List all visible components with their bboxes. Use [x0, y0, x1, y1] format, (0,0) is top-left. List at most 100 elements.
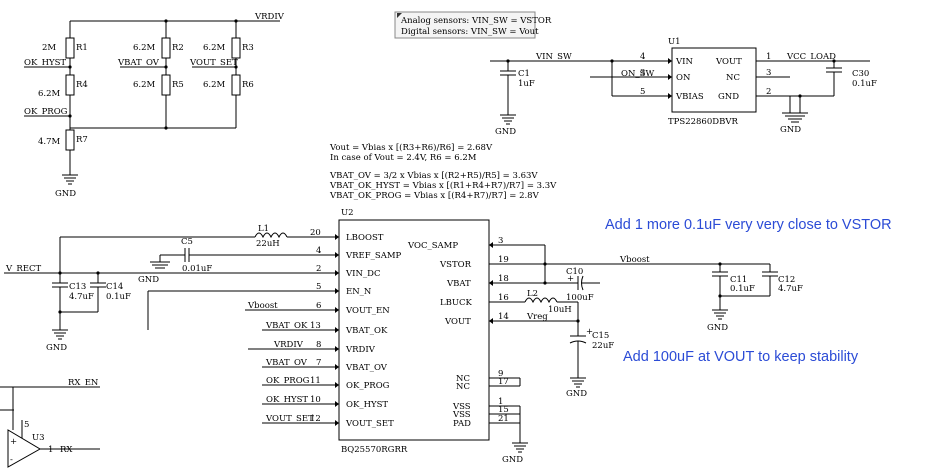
- l2-value: 10uH: [548, 305, 572, 315]
- net-label-vboost-right: Vboost: [619, 255, 650, 265]
- resistor-r5: [161, 74, 171, 96]
- u2-pin-ok-prog: OK_PROG: [346, 381, 390, 391]
- u2-pin-vss2: VSS: [452, 410, 471, 420]
- formula-vbat-ov: VBAT_OV = 3/2 x Vbias x [(R2+R5)/R5] = 3…: [329, 170, 538, 181]
- net-label-vout-set: VOUT_SET: [189, 58, 238, 68]
- formula-vout-case: In case of Vout = 2.4V, R6 = 6.2M: [330, 153, 477, 163]
- u2-net-vboost: Vboost: [247, 301, 278, 311]
- u2-pin11-num: 11: [310, 376, 321, 386]
- load-switch-u1: U1 TPS22860DBVR 4 3 5 VIN ON VBIAS 1 3 2…: [490, 37, 877, 137]
- c13-ref: C13: [69, 282, 86, 292]
- u2-pin10-num: 10: [310, 395, 321, 405]
- u2-pin1-num: 1: [498, 397, 503, 407]
- u2-pin2-num: 2: [316, 264, 321, 274]
- u1-pin-vbias: VBIAS: [675, 92, 704, 102]
- l1-ref: L1: [258, 224, 269, 234]
- u2-pin-vref-samp: VREF_SAMP: [345, 251, 402, 261]
- c5-value: 0.01uF: [182, 264, 212, 274]
- u1-pin5-num: 5: [640, 87, 645, 97]
- u2-pin12-num: 12: [310, 414, 321, 424]
- u3-plus: +: [10, 437, 17, 447]
- c11-ref: C11: [730, 275, 747, 285]
- output-network: + C10 100uF L2 10uH Vreg + C15 22uF GND …: [524, 245, 803, 399]
- u2-pin-vout: VOUT: [444, 317, 471, 327]
- net-label-on-sw: ON_SW: [621, 69, 654, 79]
- c10-plus: +: [567, 274, 574, 284]
- r5-value: 6.2M: [133, 80, 156, 90]
- c10-value: 100uF: [566, 293, 594, 303]
- u2-pin20-num: 20: [310, 228, 321, 238]
- comparator-u3: RX_EN 5 U3 + - 1 RX: [0, 378, 100, 468]
- net-label-rx: RX: [60, 445, 73, 455]
- gnd-label-u2: GND: [502, 455, 523, 465]
- u2-net-vbat-ok: VBAT_OK: [265, 321, 308, 331]
- divider-network: GND VRDIV OK_HYST OK_PROG VBAT_OV VOUT_S…: [24, 12, 285, 199]
- l1-value: 22uH: [256, 239, 280, 249]
- u2-pin13-num: 13: [310, 321, 321, 331]
- c30-value: 0.1uF: [852, 79, 877, 89]
- u2-pin-nc1: NC: [456, 374, 470, 384]
- gnd-label-c15: GND: [566, 389, 587, 399]
- u2-pin21-num: 21: [498, 414, 509, 424]
- r3-value: 6.2M: [203, 43, 226, 53]
- u1-pin-vout: VOUT: [715, 57, 742, 67]
- u2-pin-vbat-ov: VBAT_OV: [345, 363, 388, 373]
- u2-pin-vin-dc: VIN_DC: [345, 269, 381, 279]
- r7-value: 4.7M: [38, 137, 61, 147]
- gnd-label-c5: GND: [138, 275, 159, 285]
- gnd-label-divider: GND: [55, 189, 76, 199]
- u2-pin8-num: 8: [316, 340, 321, 350]
- u2-pin-nc2: NC: [456, 382, 470, 392]
- resistor-r2: [161, 37, 171, 59]
- net-label-ok-prog: OK_PROG: [24, 107, 68, 117]
- u2-net-ok-hyst: OK_HYST: [266, 395, 308, 405]
- u1-pin-on: ON: [676, 73, 691, 83]
- u3-ref: U3: [32, 433, 45, 443]
- sticky-note: Analog sensors: VIN_SW = VSTOR Digital s…: [394, 11, 552, 39]
- c30-ref: C30: [852, 69, 869, 79]
- c11-value: 0.1uF: [730, 284, 755, 294]
- r4-value: 6.2M: [38, 89, 61, 99]
- r2-value: 6.2M: [133, 43, 156, 53]
- r7-ref: R7: [76, 135, 88, 145]
- u2-pin15-num: 15: [498, 405, 509, 415]
- note-add-cap-vstor: Add 1 more 0.1uF very very close to VSTO…: [605, 217, 892, 233]
- u2-pin-vstor: VSTOR: [439, 260, 472, 270]
- c15-value: 22uF: [592, 341, 614, 351]
- r1-value: 2M: [42, 43, 56, 53]
- resistor-r3: [231, 37, 241, 59]
- u1-part: TPS22860DBVR: [668, 117, 738, 127]
- u2-pin-en-n: EN_N: [346, 287, 372, 297]
- net-label-vreg: Vreg: [526, 312, 548, 322]
- u1-pin-gnd: GND: [718, 92, 739, 102]
- u2-net-ok-prog: OK_PROG: [266, 376, 310, 386]
- u2-left-pins: 20 4 2 5 6 13 8 7 11 10 12 LBOOST VREF_S…: [245, 228, 402, 429]
- u2-ref: U2: [341, 208, 354, 218]
- input-network: L1 22uH C5 0.01uF GND V_RECT C13 4.7uF C…: [4, 224, 300, 353]
- u2-right-pins: 3 19 18 16 14 9 17 1 15 21 VOC_SAMP VSTO…: [407, 236, 770, 465]
- u1-pin3-num: 3: [640, 68, 645, 78]
- u2-pin-vrdiv: VRDIV: [345, 345, 376, 355]
- u2-pin-lbuck: LBUCK: [440, 298, 473, 308]
- formula-vout: Vout = Vbias x [(R3+R6)/R6] = 2.68V: [329, 142, 493, 153]
- gnd-label-u1: GND: [780, 125, 801, 135]
- u3-minus: -: [10, 455, 13, 465]
- net-label-ok-hyst: OK_HYST: [24, 58, 66, 68]
- c13-value: 4.7uF: [69, 292, 94, 302]
- u2-net-vrdiv: VRDIV: [273, 340, 304, 350]
- u1-pin1-num: 1: [766, 52, 771, 62]
- c5-ref: C5: [181, 237, 193, 247]
- c1-ref: C1: [518, 69, 530, 79]
- c12-ref: C12: [778, 275, 795, 285]
- u2-pin17-num: 17: [498, 377, 509, 387]
- net-label-rx-en: RX_EN: [68, 378, 99, 388]
- u2-pin9-num: 9: [498, 369, 503, 379]
- note-add-cap-vout: Add 100uF at VOUT to keep stability: [623, 349, 859, 365]
- c14-value: 0.1uF: [106, 292, 131, 302]
- u2-pin-voc-samp: VOC_SAMP: [407, 241, 458, 251]
- c14-ref: C14: [106, 282, 123, 292]
- resistor-r6: [231, 74, 241, 96]
- resistor-r7: [65, 129, 75, 151]
- u2-net-vout-set: VOUT_SET: [265, 414, 314, 424]
